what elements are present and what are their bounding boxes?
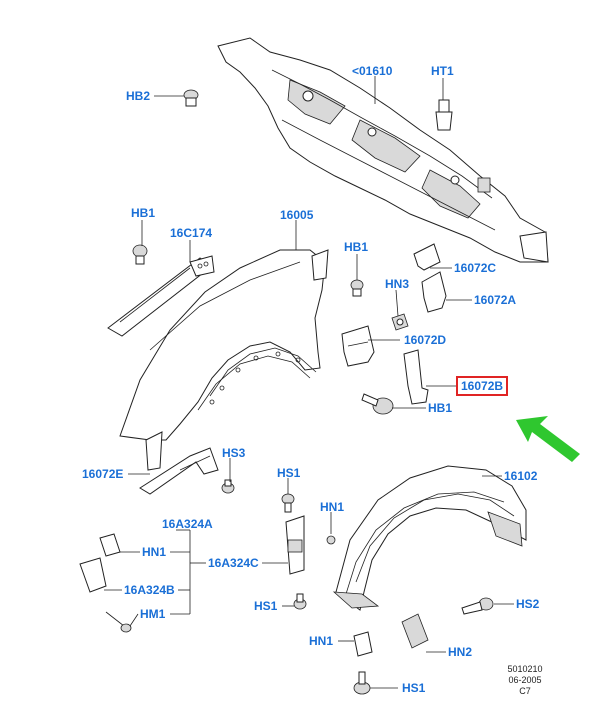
label-hs1-top: HS1 xyxy=(277,466,301,480)
label-hn1-left: HN1 xyxy=(142,545,167,559)
bracket-16c174-drawing xyxy=(107,255,215,337)
reference-code: C7 xyxy=(519,686,531,696)
label-hs1-mid: HS1 xyxy=(254,599,278,613)
label-hn2: HN2 xyxy=(448,645,473,659)
fastener-16a324-left-drawing xyxy=(79,533,132,633)
fender-16005-drawing xyxy=(119,249,329,471)
leader-lines xyxy=(104,76,514,689)
hs1-bottom-screw-drawing xyxy=(353,671,371,695)
label-16a324b: 16A324B xyxy=(124,583,175,597)
drawing-reference: 5010210 06-2005 C7 xyxy=(500,664,550,697)
bracket-16a324c-drawing xyxy=(285,515,305,575)
hs1-mid-screw-drawing xyxy=(293,593,307,610)
label-16072d: 16072D xyxy=(404,333,447,347)
label-16a324c: 16A324C xyxy=(208,556,259,570)
hs3-screw-drawing xyxy=(221,479,235,494)
bracket-16072d-drawing xyxy=(341,325,375,367)
label-hn1-bottom: HN1 xyxy=(309,634,334,648)
label-hb1-left: HB1 xyxy=(131,206,156,220)
hn2-nut-drawing xyxy=(401,613,429,649)
bracket-16072a-drawing xyxy=(421,271,447,313)
label-16072c: 16072C xyxy=(454,261,497,275)
reference-number: 5010210 xyxy=(507,664,543,674)
green-pointer-arrow xyxy=(516,416,580,462)
label-hs3: HS3 xyxy=(222,446,246,460)
label-16102: 16102 xyxy=(504,469,538,483)
label-hn1-top: HN1 xyxy=(320,500,345,514)
hn3-nut-drawing xyxy=(391,313,409,331)
label-hn3: HN3 xyxy=(385,277,410,291)
bracket-16072e-drawing xyxy=(139,447,219,495)
hb2-bolt-drawing xyxy=(183,89,199,107)
hn1-top-nut-drawing xyxy=(326,535,336,545)
label-16005: 16005 xyxy=(280,208,314,222)
bracket-16072b-drawing xyxy=(403,349,429,405)
hb1-mid-bolt-drawing xyxy=(350,279,364,297)
label-hb1-mid: HB1 xyxy=(344,240,369,254)
label-16a324a: 16A324A xyxy=(162,517,213,531)
hb1-right-bolt-drawing xyxy=(361,393,394,415)
label-ht1: HT1 xyxy=(431,64,454,78)
label-hs2: HS2 xyxy=(516,597,540,611)
label-01610: <01610 xyxy=(352,64,393,78)
reference-date: 06-2005 xyxy=(508,675,542,685)
label-hm1: HM1 xyxy=(140,607,166,621)
wheel-liner-16102-drawing xyxy=(332,465,527,611)
hb1-left-bolt-drawing xyxy=(132,244,148,265)
ht1-clip-drawing xyxy=(435,99,453,131)
label-16072b-highlighted: 16072B xyxy=(456,376,509,396)
label-hb2: HB2 xyxy=(126,89,151,103)
label-16072a: 16072A xyxy=(474,293,517,307)
hs1-top-screw-drawing xyxy=(281,493,295,513)
label-16c174: 16C174 xyxy=(170,226,213,240)
label-hb1-right: HB1 xyxy=(428,401,453,415)
label-16072e: 16072E xyxy=(82,467,124,481)
hn1-bottom-nut-drawing xyxy=(353,631,373,657)
cowl-panel-drawing xyxy=(217,37,549,263)
bracket-16072c-drawing xyxy=(413,243,441,271)
label-hs1-bottom: HS1 xyxy=(402,681,426,695)
hs2-screw-drawing xyxy=(461,597,494,615)
